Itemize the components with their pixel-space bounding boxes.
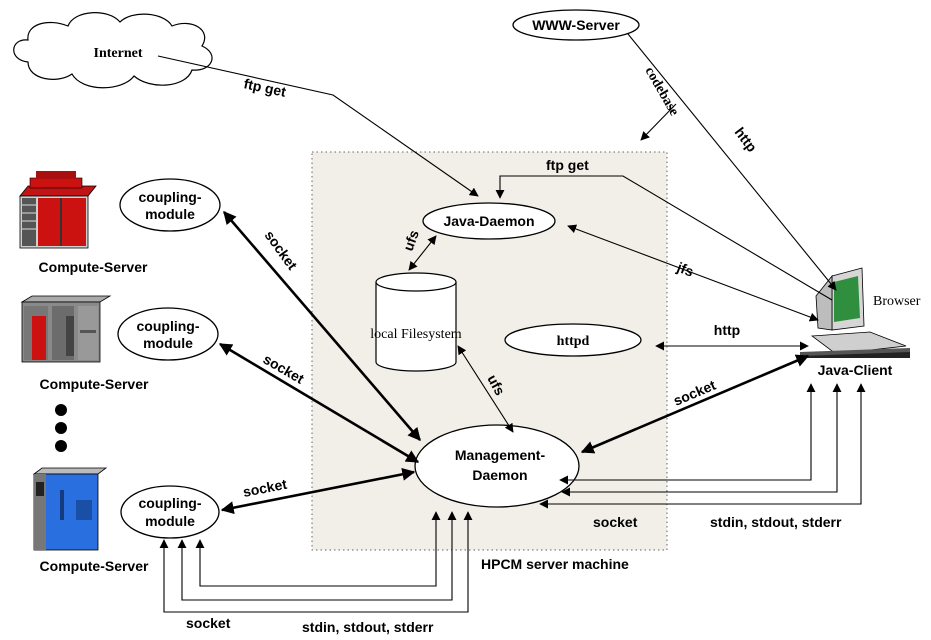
ellipsis-dot-2: [55, 422, 67, 434]
http-www-label: http: [732, 124, 761, 155]
management-daemon-label-2: Daemon: [472, 467, 527, 483]
httpd-label: httpd: [557, 334, 590, 349]
www-server-label: WWW-Server: [532, 17, 620, 33]
www-server-node: [512, 9, 640, 41]
ellipsis-dot-3: [55, 440, 67, 452]
coupling-module-3: [120, 485, 220, 539]
socket-cs2-arrow: [218, 342, 420, 464]
socket-cs3-label: socket: [242, 476, 289, 500]
workstation-icon: [800, 267, 910, 358]
ufs-mgmt-arrow: [457, 345, 514, 433]
stdio-client-label: stdin, stdout, stderr: [710, 514, 842, 530]
compute-server-2-icon: [20, 295, 112, 363]
compute-server-3-icon: [32, 467, 108, 551]
httpd-node: [504, 323, 642, 357]
coupling-module-2-label-1: coupling-: [137, 318, 200, 334]
coupling-module-2: [117, 307, 219, 361]
coupling-module-1-label-2: module: [145, 206, 195, 222]
local-filesystem-label: local Filesystem: [370, 327, 461, 342]
coupling-module-1: [119, 178, 221, 232]
management-daemon-label-1: Management-: [455, 447, 546, 463]
coupling-module-3-label-2: module: [145, 513, 195, 529]
jfs-label: jfs: [674, 259, 696, 280]
cs-stdio-line-3: [159, 511, 473, 613]
coupling-module-2-label-2: module: [143, 335, 193, 351]
java-daemon-label: Java-Daemon: [443, 213, 534, 229]
java-client-label: Java-Client: [818, 362, 893, 378]
codebase-arrow: [640, 103, 677, 141]
server-machine-label: HPCM server machine: [481, 556, 629, 572]
http-httpd-label: http: [714, 322, 740, 338]
internet-label: Internet: [94, 46, 143, 61]
socket-cs-bottom-label: socket: [186, 615, 231, 631]
ftp-get-right-label: ftp get: [546, 157, 589, 173]
compute-server-1-icon: [19, 171, 97, 249]
ellipsis-dot-1: [55, 404, 67, 416]
internet-ftp-arrow: [157, 55, 479, 197]
cs-stdio-line-2: [177, 511, 457, 601]
socket-cs3-arrow: [220, 467, 416, 515]
internet-cloud: Internet: [13, 12, 213, 89]
cs-stdio-line-1: [195, 511, 441, 587]
coupling-module-3-label-1: coupling-: [139, 495, 202, 511]
ftp-get-top-label: ftp get: [242, 75, 287, 100]
compute-server-3-label: Compute-Server: [40, 558, 149, 574]
java-daemon-node: [422, 202, 556, 240]
client-stdio-line-3: [539, 383, 866, 509]
local-filesystem-cylinder: local Filesystem: [370, 272, 462, 372]
socket-cs1-label: socket: [262, 227, 301, 273]
socket-client-bottom-label: socket: [593, 514, 638, 530]
browser-label: Browser: [873, 294, 921, 309]
coupling-module-1-label-1: coupling-: [139, 189, 202, 205]
management-daemon-node: [414, 424, 580, 508]
stdio-cs-label: stdin, stdout, stderr: [302, 619, 434, 635]
jfs-arrow: [567, 224, 819, 322]
compute-server-2-label: Compute-Server: [40, 376, 149, 392]
compute-server-1-label: Compute-Server: [39, 259, 148, 275]
